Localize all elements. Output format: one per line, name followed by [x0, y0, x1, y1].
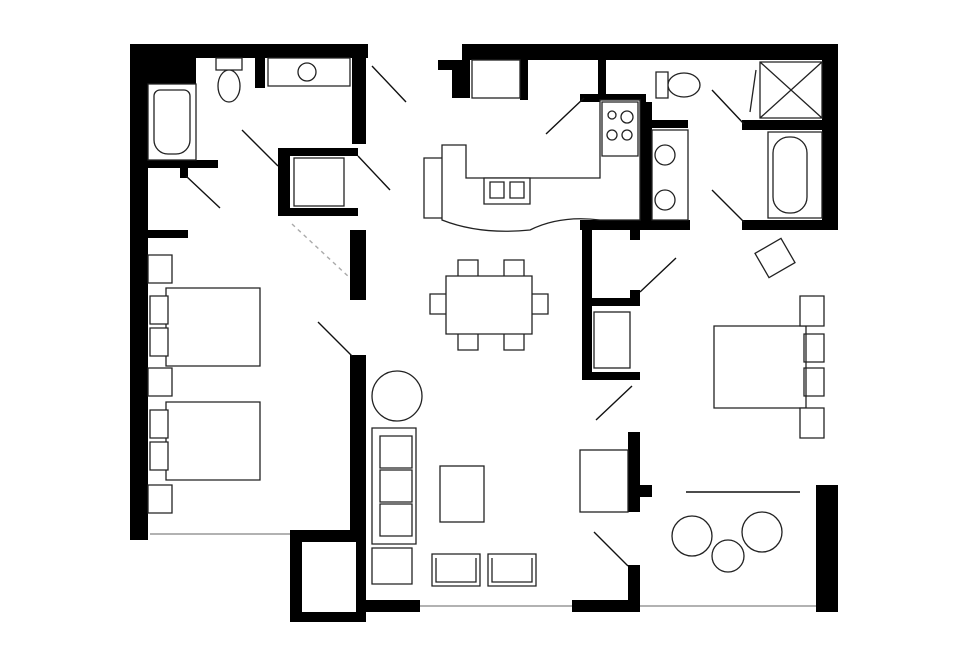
closet — [593, 311, 631, 369]
kitchen — [423, 59, 641, 232]
vanity — [651, 129, 689, 221]
windows — [150, 533, 816, 607]
patio-chair — [741, 511, 783, 553]
door-swings — [185, 65, 745, 567]
kitchen-sink — [483, 177, 531, 205]
nightstands — [799, 295, 825, 439]
round-table — [371, 370, 423, 422]
walls-right-wing — [438, 44, 838, 612]
patio-table — [711, 539, 745, 573]
fridge — [471, 59, 521, 99]
toilet — [655, 71, 701, 99]
patio-chair — [671, 515, 713, 557]
bathroom-left — [147, 57, 351, 207]
bathtub — [147, 83, 197, 161]
pillows — [149, 295, 169, 471]
closet — [293, 157, 345, 207]
living-room — [371, 370, 629, 587]
balcony — [671, 491, 800, 573]
nightstands — [147, 254, 173, 514]
shower — [749, 61, 823, 119]
bathtub — [767, 131, 823, 219]
walls-left-wing — [130, 44, 368, 540]
beds — [165, 287, 261, 481]
bed — [713, 325, 825, 409]
walls-bottom — [290, 530, 640, 622]
armchairs — [431, 553, 537, 587]
sink-counter — [267, 57, 351, 87]
kitchen-island — [423, 99, 641, 232]
bedroom-left — [147, 254, 261, 514]
chair — [754, 237, 796, 279]
sofa — [371, 427, 417, 585]
bathroom-right — [651, 61, 823, 221]
bedroom-right — [593, 237, 825, 439]
dining-table — [429, 259, 549, 351]
stove — [601, 101, 639, 157]
tv-cabinet — [579, 449, 629, 513]
coffee-table — [439, 465, 485, 523]
toilet — [215, 57, 243, 103]
